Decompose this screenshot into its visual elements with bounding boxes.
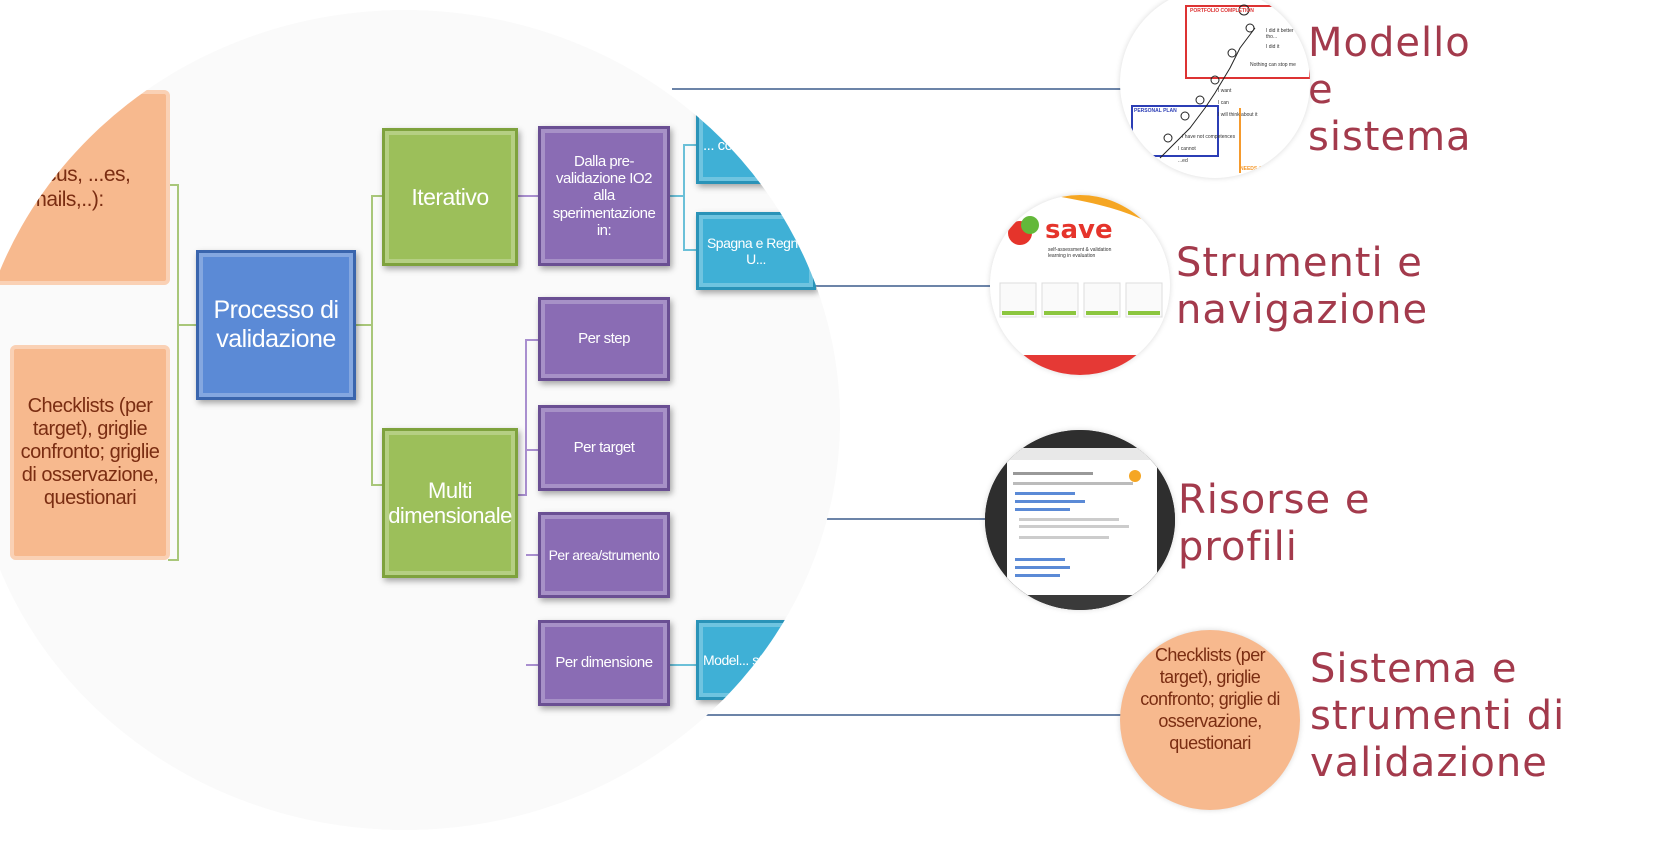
- step-label-8: ...ed: [1178, 158, 1188, 164]
- left-box-top: ...n, focus, ...es, emails,..):: [0, 90, 170, 285]
- step-label-2: Nothing can stop me: [1250, 62, 1296, 68]
- iter-leaf-top: ... con c... 70 ...: [696, 108, 816, 184]
- branch-multi: Multi dimensionale: [382, 428, 518, 578]
- tree-connectors: [168, 144, 696, 666]
- iter-leaf-spain-uk-label: Spagna e Regno U...: [706, 234, 806, 267]
- branch-multi-label: Multi dimensionale: [388, 477, 512, 528]
- dimension-leaf: Model... strum...: [696, 620, 816, 700]
- multi-child-2-label: Per area/strumento: [548, 546, 660, 563]
- root-node: Processo di validazione: [196, 250, 356, 400]
- left-box-top-label: ...n, focus, ...es, emails,..):: [0, 163, 131, 211]
- root-node-label: Processo di validazione: [213, 296, 339, 353]
- step-label-6: I have not competences: [1182, 134, 1236, 140]
- thumbnail-strumenti: save self-assessment & validation learni…: [990, 195, 1170, 375]
- multi-child-1-label: Per target: [573, 439, 635, 457]
- step-label-3: I want: [1218, 88, 1232, 94]
- left-box-checklists: Checklists (per target), griglie confron…: [10, 345, 170, 560]
- step-label-1: I did it: [1266, 44, 1280, 50]
- multi-child-per-area: Per area/strumento: [538, 512, 670, 598]
- zoomed-diagram-circle: ...n, focus, ...es, emails,..): Checklis…: [0, 10, 840, 830]
- branch-iterativo-label: Iterativo: [411, 183, 489, 210]
- iter-leaf-top-label: ... con c... 70 ...: [703, 137, 797, 155]
- caption-validazione: Sistema e strumenti di validazione: [1310, 646, 1655, 787]
- multi-child-0-label: Per step: [578, 330, 630, 348]
- needs-analysis-label: NEEDS ANALYSIS: [1240, 166, 1284, 172]
- caption-strumenti: Strumenti e navigazione: [1176, 240, 1476, 334]
- iter-child-label: Dalla pre-validazione IO2 alla speriment…: [552, 152, 656, 239]
- step-label-0: I did it better than I tho...: [1266, 28, 1308, 40]
- caption-modello: Modello e sistema: [1308, 20, 1498, 161]
- iter-leaf-spain-uk: Spagna e Regno U...: [696, 212, 816, 290]
- multi-child-per-dimensione: Per dimensione: [538, 620, 670, 706]
- dimension-leaf-label: Model... strum...: [703, 651, 795, 668]
- step-label-4: I can: [1218, 100, 1229, 106]
- caption-risorse: Risorse e profili: [1178, 477, 1398, 571]
- caption-modello-text: Modello e sistema: [1308, 20, 1472, 160]
- portfolio-label: PORTFOLIO COMPLETION: [1190, 8, 1254, 14]
- caption-risorse-text: Risorse e profili: [1178, 477, 1371, 570]
- save-tagline: self-assessment & validation learning in…: [1048, 247, 1112, 259]
- thumbnail-modello: PORTFOLIO COMPLETION I did it better tha…: [1120, 0, 1310, 178]
- multi-child-3-label: Per dimensione: [555, 654, 653, 672]
- thumbnail-risorse: [985, 430, 1175, 610]
- checklists-label: Checklists (per target), griglie confron…: [20, 395, 160, 509]
- iter-child-node: Dalla pre-validazione IO2 alla speriment…: [538, 126, 670, 266]
- personal-plan-label: PERSONAL PLAN: [1134, 108, 1177, 114]
- step-label-5: I will think about it: [1218, 112, 1258, 118]
- caption-strumenti-text: Strumenti e navigazione: [1176, 240, 1429, 333]
- step-label-7: I cannot: [1178, 146, 1196, 152]
- profile-page-preview: [985, 430, 1175, 610]
- branch-iterativo: Iterativo: [382, 128, 518, 266]
- multi-child-per-step: Per step: [538, 297, 670, 381]
- multi-child-per-target: Per target: [538, 405, 670, 491]
- save-logo: save: [1045, 215, 1113, 245]
- caption-validazione-text: Sistema e strumenti di validazione: [1310, 646, 1566, 786]
- thumbnail-validazione: Checklists (per target), griglie confron…: [1120, 630, 1300, 810]
- validazione-thumb-text: Checklists (per target), griglie confron…: [1140, 645, 1280, 753]
